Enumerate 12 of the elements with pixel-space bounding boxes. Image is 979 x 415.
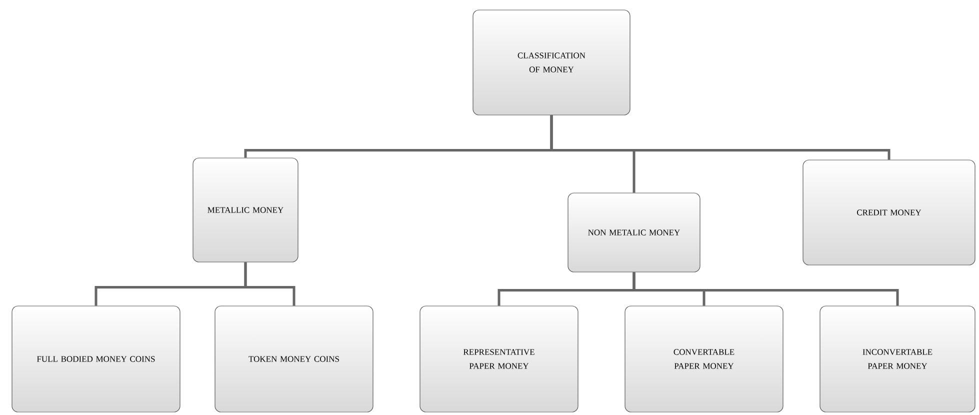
category-box: TOKEN MONEY COINS bbox=[214, 306, 374, 412]
category-box: CONVERTABLE PAPER MONEY bbox=[624, 306, 784, 412]
category-box: NON METALIC MONEY bbox=[568, 192, 700, 272]
category-box: CLASSIFICATION OF MONEY bbox=[472, 10, 630, 116]
category-box: INCONVERTABLE PAPER MONEY bbox=[820, 306, 976, 412]
category-box: FULL BODIED MONEY COINS bbox=[12, 306, 180, 412]
category-box: METALLIC MONEY bbox=[192, 158, 298, 262]
connector-line bbox=[550, 115, 890, 160]
connector-line bbox=[632, 272, 899, 306]
connector-line bbox=[244, 262, 296, 306]
category-box: CREDIT MONEY bbox=[802, 160, 976, 266]
category-box: REPRESENTATIVE PAPER MONEY bbox=[420, 306, 578, 412]
